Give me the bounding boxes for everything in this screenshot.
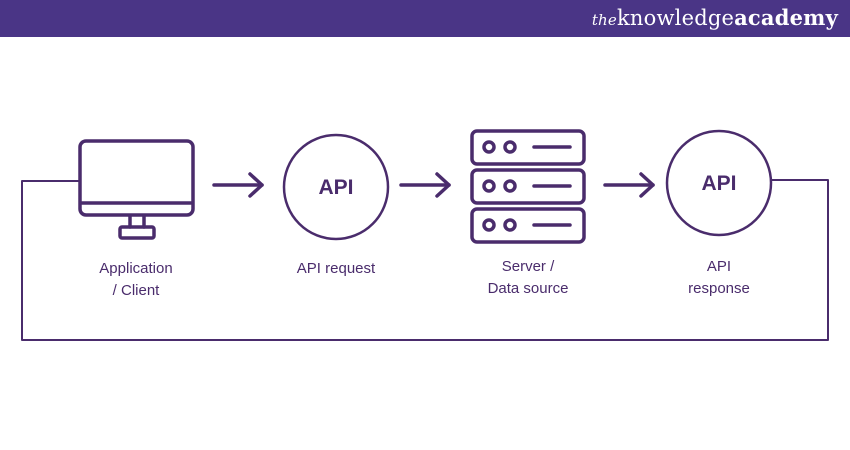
server-stack-icon (470, 129, 586, 244)
brand-suffix: academy (734, 5, 838, 30)
brand-main: knowledge (616, 6, 735, 30)
api-response-circle (665, 129, 773, 237)
client-label: Application / Client (99, 260, 173, 299)
arrow-right-icon (603, 172, 655, 198)
return-loop-line (21, 179, 829, 341)
api-request-circle (282, 133, 390, 241)
monitor-icon (78, 139, 195, 240)
api-response-text: API (701, 172, 736, 195)
arrow-right-icon (212, 172, 264, 198)
api-request-text: API (318, 176, 353, 199)
server-label: Server / Data source (487, 258, 569, 297)
brand-prefix: the (591, 11, 617, 29)
api-response-label: API response (688, 258, 750, 297)
api-request-label: API request (296, 260, 376, 277)
brand-logo: theknowledgeacademy (592, 5, 838, 30)
api-flow-diagram: API API (21, 129, 829, 341)
arrow-right-icon (399, 172, 451, 198)
header-bar: theknowledgeacademy (0, 0, 850, 37)
